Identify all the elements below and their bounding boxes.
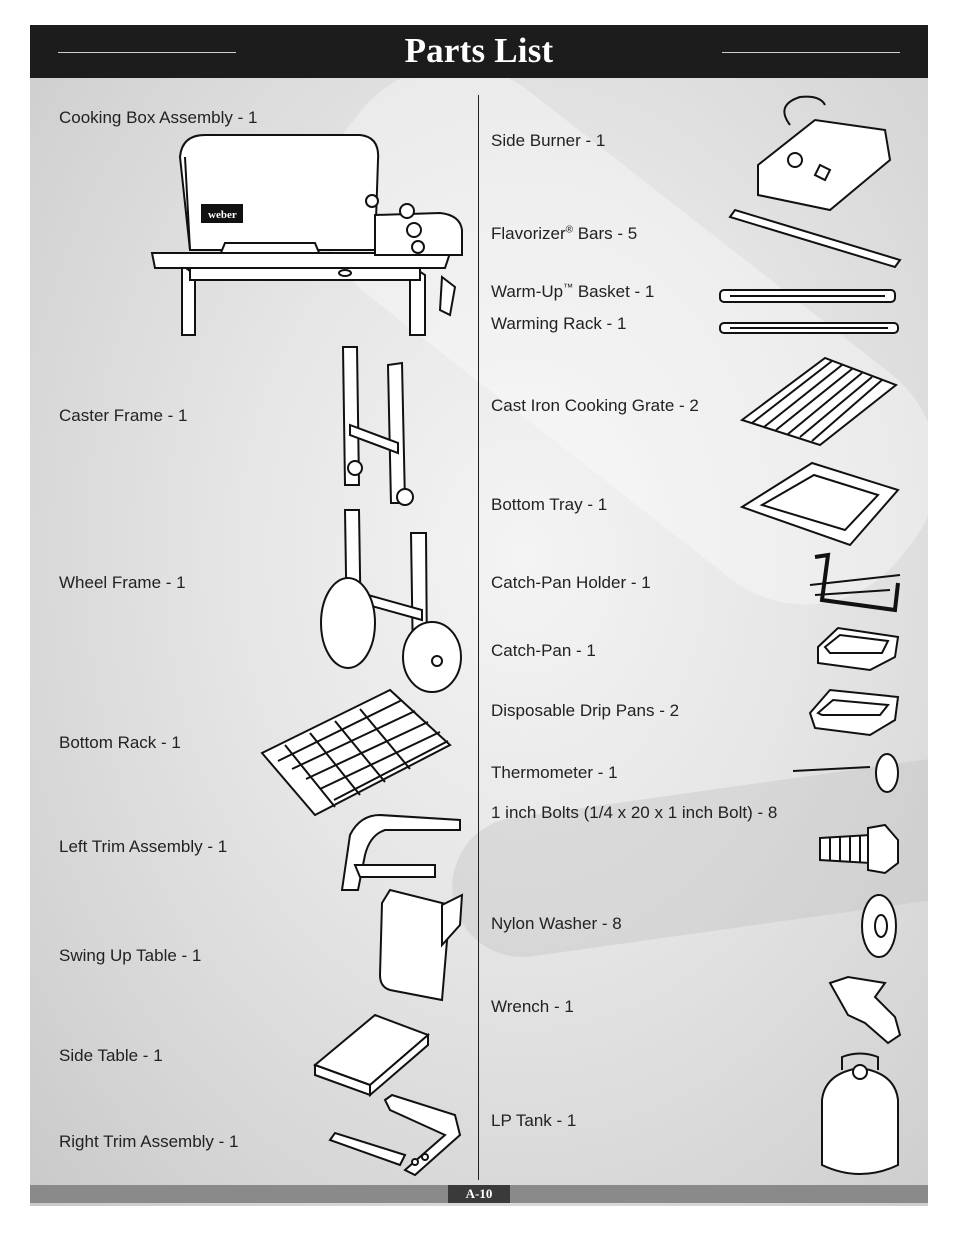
part-label-warming-rack: Warming Rack - 1 xyxy=(491,314,627,333)
grill-logo-text: weber xyxy=(208,209,237,221)
part-label-cooking-box: Cooking Box Assembly - 1 xyxy=(59,108,258,127)
lp-tank-illustration xyxy=(822,1054,898,1175)
part-label-wheel-frame: Wheel Frame - 1 xyxy=(59,573,186,592)
part-label-side-table: Side Table - 1 xyxy=(59,1046,163,1065)
drip-pan-illustration xyxy=(810,690,898,735)
part-label-caster-frame: Caster Frame - 1 xyxy=(59,406,188,425)
warm-up-count: Basket - 1 xyxy=(573,282,655,301)
column-divider xyxy=(478,95,479,1180)
part-label-wrench: Wrench - 1 xyxy=(491,997,574,1016)
part-label-catch-pan: Catch-Pan - 1 xyxy=(491,641,596,660)
trademark-mark: ™ xyxy=(563,282,574,294)
caster-frame-illustration xyxy=(343,347,413,505)
part-label-left-trim: Left Trim Assembly - 1 xyxy=(59,837,228,856)
catch-pan-illustration xyxy=(818,628,898,670)
background-swoosh xyxy=(274,25,928,653)
title-rule-right xyxy=(722,52,900,53)
part-label-bottom-tray: Bottom Tray - 1 xyxy=(491,495,608,514)
swing-up-table-illustration xyxy=(380,890,462,1000)
part-label-lp-tank: LP Tank - 1 xyxy=(491,1111,577,1130)
bottom-rack-illustration xyxy=(262,690,450,815)
part-label-flavorizer-bars: Flavorizer® Bars - 5 xyxy=(491,224,637,244)
part-label-bottom-rack: Bottom Rack - 1 xyxy=(59,733,181,752)
side-table-illustration xyxy=(315,1015,428,1095)
page-number: A-10 xyxy=(448,1185,510,1203)
part-label-right-trim: Right Trim Assembly - 1 xyxy=(59,1132,239,1151)
parts-list-page: Parts List Cooking Box Assembly - 1 Cast… xyxy=(30,25,928,1206)
title-rule-left xyxy=(58,52,236,53)
warm-up-text: Warm-Up xyxy=(491,282,564,301)
side-burner-illustration xyxy=(758,97,890,210)
left-trim-illustration xyxy=(342,815,460,890)
wheel-frame-illustration xyxy=(321,510,461,692)
part-label-drip-pans: Disposable Drip Pans - 2 xyxy=(491,701,680,720)
part-label-catch-pan-holder: Catch-Pan Holder - 1 xyxy=(491,573,651,592)
flavorizer-text: Flavorizer xyxy=(491,224,566,243)
page-title: Parts List xyxy=(404,31,554,70)
part-label-warm-up-basket: Warm-Up™ Basket - 1 xyxy=(491,282,654,302)
part-label-nylon-washer: Nylon Washer - 8 xyxy=(491,914,622,933)
registered-mark: ® xyxy=(565,224,573,236)
part-label-thermometer: Thermometer - 1 xyxy=(491,763,618,782)
title-bar: Parts List xyxy=(30,25,928,78)
flavorizer-bar-illustration xyxy=(730,210,900,267)
part-label-swing-up-table: Swing Up Table - 1 xyxy=(59,946,202,965)
right-trim-illustration xyxy=(330,1095,460,1175)
part-label-cooking-grate: Cast Iron Cooking Grate - 2 xyxy=(491,396,699,415)
part-label-bolts: 1 inch Bolts (1/4 x 20 x 1 inch Bolt) - … xyxy=(491,803,778,822)
wrench-illustration xyxy=(830,977,900,1043)
flavorizer-count: Bars - 5 xyxy=(573,224,638,243)
part-label-side-burner: Side Burner - 1 xyxy=(491,131,606,150)
